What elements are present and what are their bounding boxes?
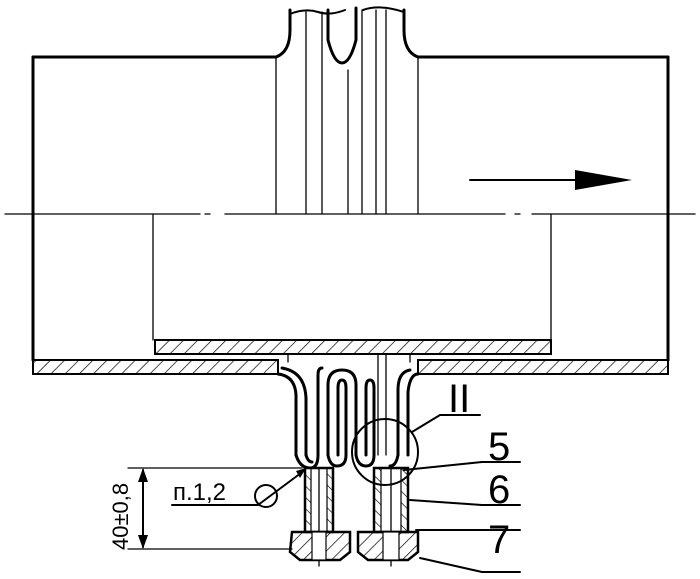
- detail-circle: [351, 414, 481, 486]
- callout-part-7: 7: [488, 518, 510, 562]
- callout-part-6: 6: [488, 468, 510, 512]
- dimension-line: [127, 467, 303, 550]
- upper-tube-bundle: [275, 6, 419, 215]
- housing-outline: [31, 6, 670, 362]
- callout-part-5: 5: [488, 425, 510, 469]
- lower-tube-bundle: [276, 353, 420, 470]
- inner-chamber: [152, 213, 552, 355]
- base-plate: [32, 353, 669, 375]
- flow-direction-arrow-icon: [469, 170, 632, 190]
- fittings: [288, 530, 420, 562]
- callout-detail-ii: II: [448, 377, 470, 421]
- leader-lines: [403, 461, 521, 573]
- dimension-label: 40±0,8: [108, 483, 133, 550]
- weld-note-label: п.1,2: [173, 479, 226, 506]
- weld-symbol-icon: [171, 468, 306, 508]
